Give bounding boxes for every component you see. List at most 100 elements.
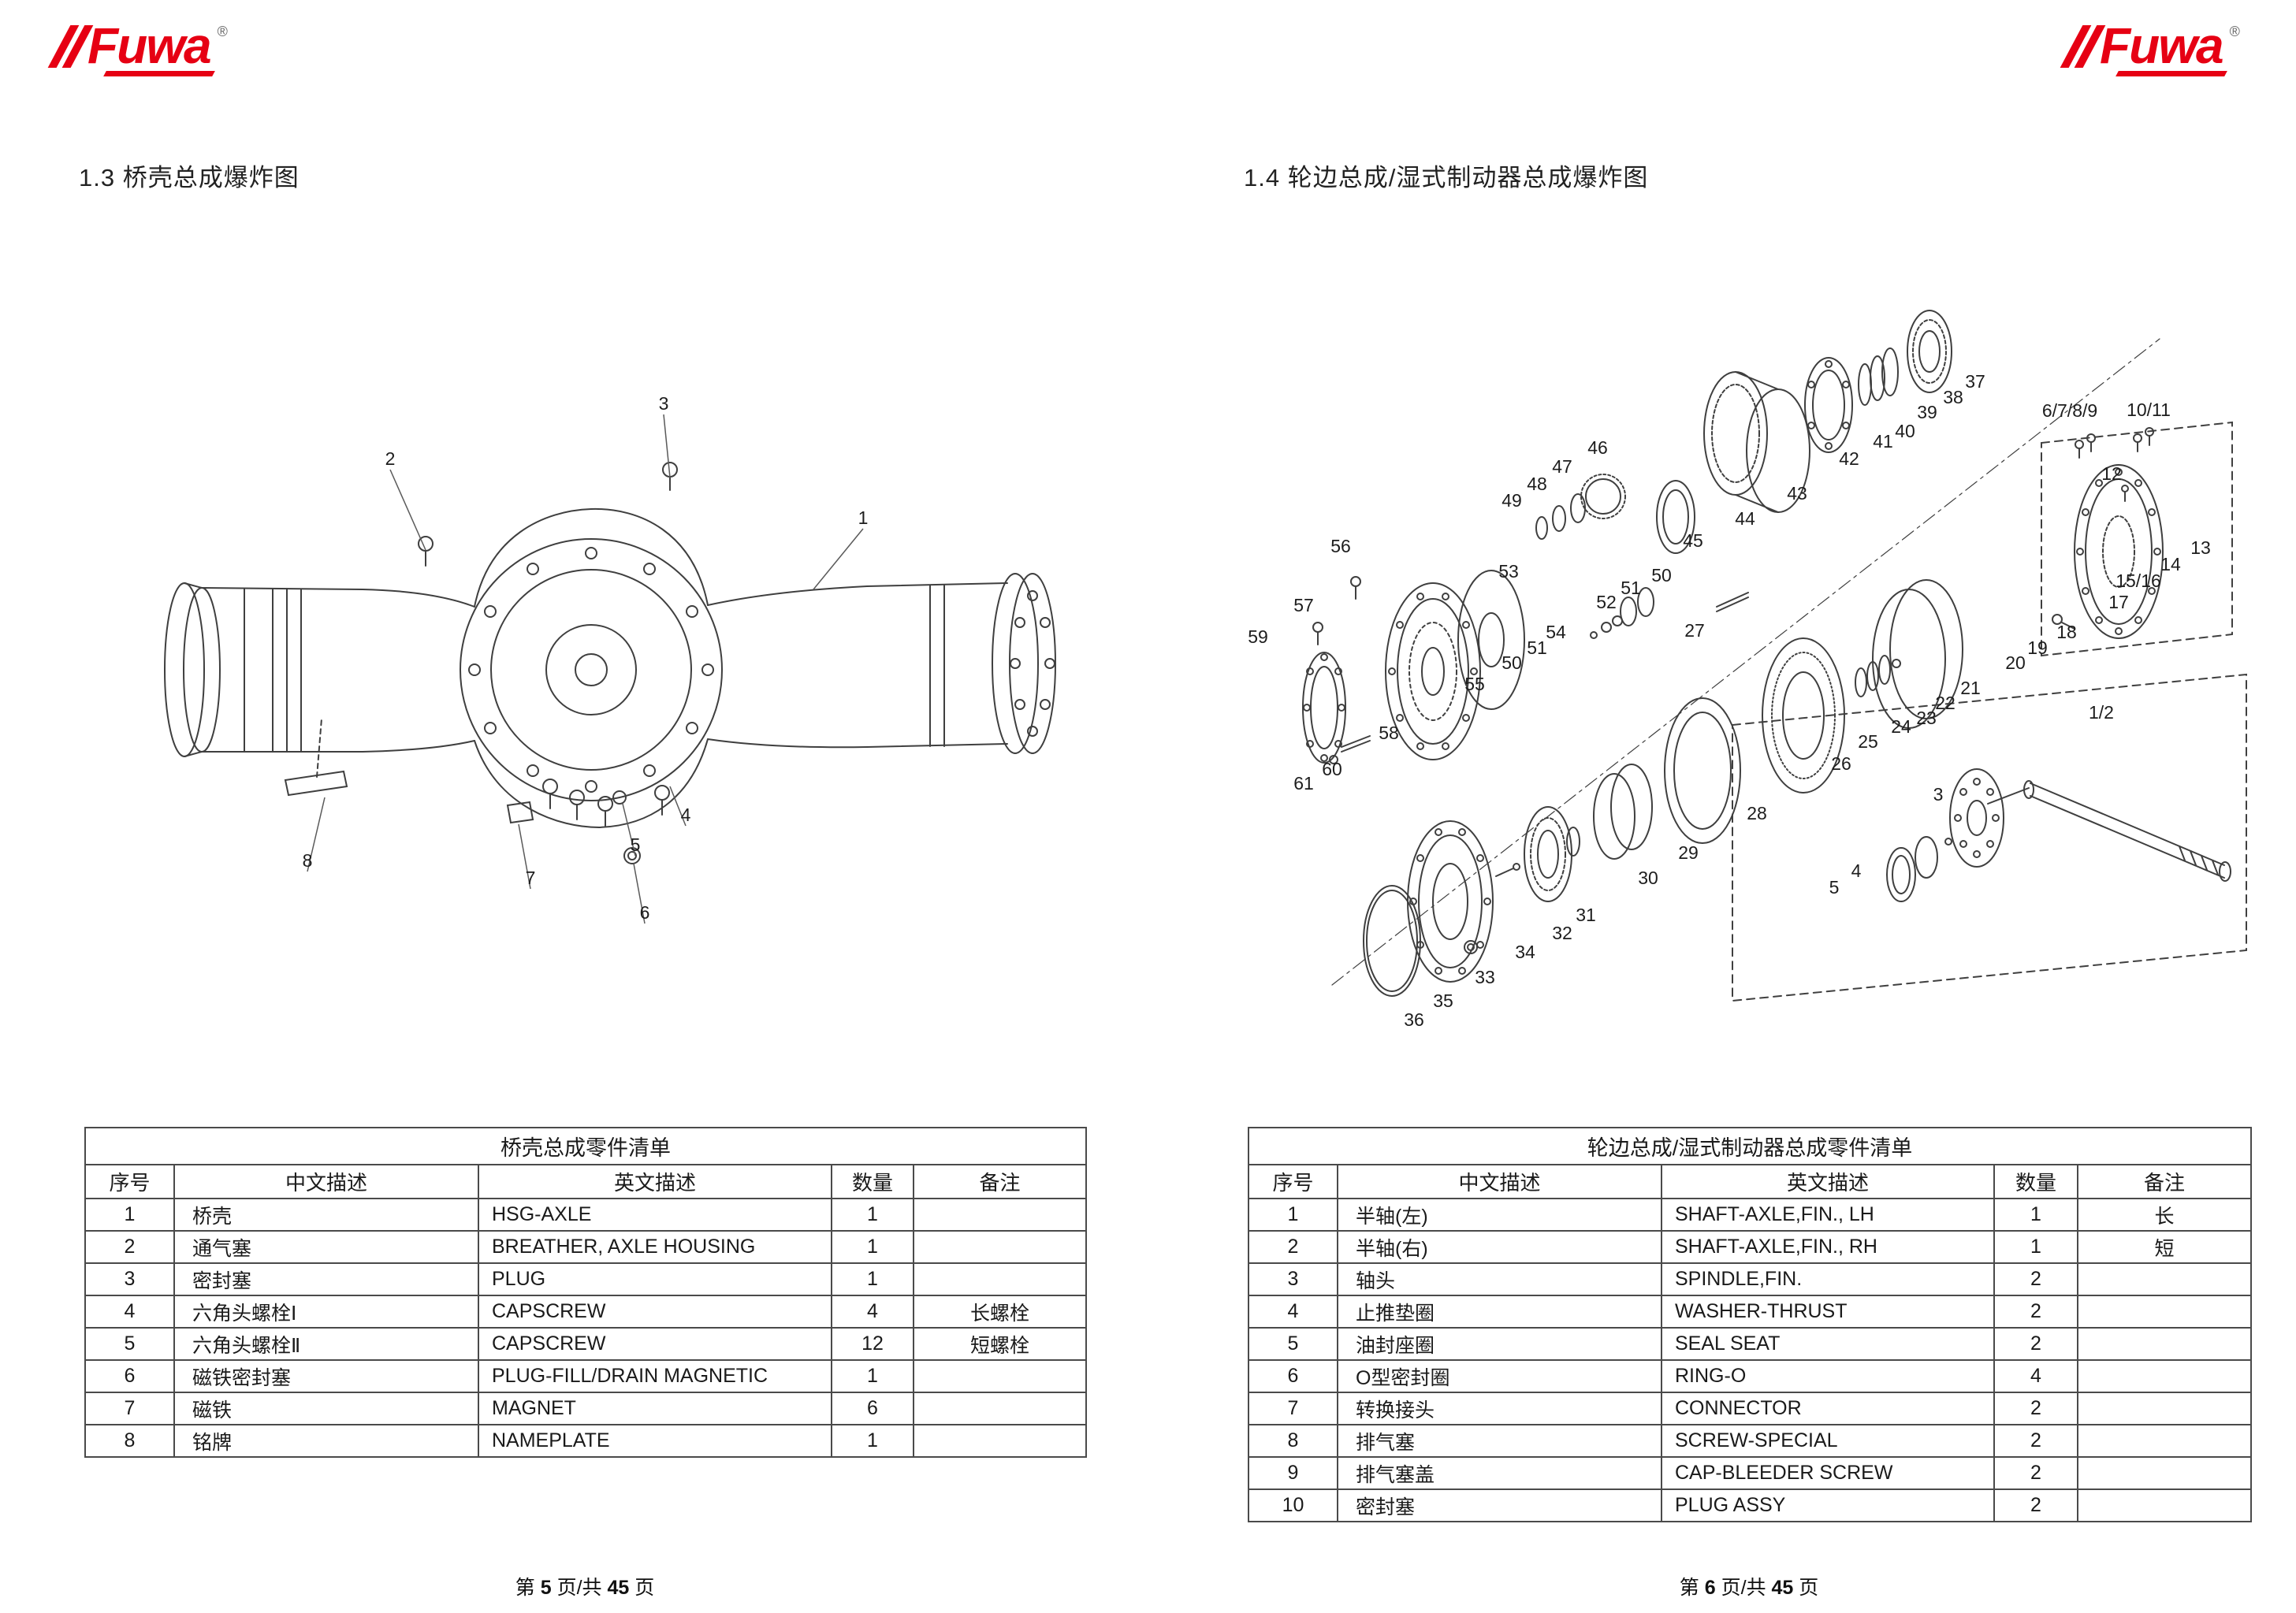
table-cell: 短 [2076,1230,2253,1264]
callout-label: 30 [1638,868,1658,888]
callout-leader-line [518,823,531,890]
wheel-end-drawing [1302,310,2247,1002]
table-cell: 铭牌 [173,1424,479,1458]
registered-mark: ® [217,24,228,39]
table-cell: 1 [831,1424,914,1458]
footer-text: 第 [1679,1577,1705,1599]
footer-text: 页 [629,1577,655,1599]
table-cell: 2 [1993,1392,2078,1425]
table-cell [912,1424,1088,1458]
callout-leader-line [813,528,864,590]
table-cell: 转换接头 [1337,1392,1662,1425]
table-cell: 1 [831,1359,914,1393]
column-header: 中文描述 [173,1164,479,1199]
table-cell: 1 [1993,1198,2078,1232]
table-cell [912,1392,1088,1425]
table-cell: 六角头螺栓Ⅱ [173,1327,479,1361]
table-cell: 半轴(右) [1337,1230,1662,1264]
callout-label: 49 [1502,490,1522,511]
column-header: 数量 [831,1164,914,1199]
table-cell: 桥壳 [173,1198,479,1232]
table-cell: PLUG-FILL/DRAIN MAGNETIC [478,1359,832,1393]
callout-label: 21 [1960,678,1981,698]
table-cell: 2 [84,1230,175,1264]
callout-leader-line [307,797,326,872]
table-cell: 3 [84,1262,175,1296]
column-header: 中文描述 [1337,1164,1662,1199]
callout-label: 8 [303,850,313,871]
column-header: 序号 [84,1164,175,1199]
table-cell: 6 [831,1392,914,1425]
table-cell: 4 [831,1295,914,1329]
callout-label: 22 [1935,693,1956,713]
callout-label: 27 [1684,620,1705,641]
table-cell: SCREW-SPECIAL [1661,1424,1995,1458]
callout-label: 10/11 [2127,400,2171,420]
table-cell: CAP-BLEEDER SCREW [1661,1456,1995,1490]
table-cell: 排气塞 [1337,1424,1662,1458]
table-cell: 排气塞盖 [1337,1456,1662,1490]
callout-label: 4 [681,805,691,825]
table-cell [2076,1327,2253,1361]
table-cell: 7 [84,1392,175,1425]
right-page: Fuwa ® 1.4 轮边总成/湿式制动器总成爆炸图 [1148,0,2296,1613]
callout-label: 13 [2190,537,2211,558]
table-cell: 2 [1993,1327,2078,1361]
table-cell: 通气塞 [173,1230,479,1264]
footer-text: 第 [515,1577,541,1599]
table-cell: 3 [1248,1262,1338,1296]
fuwa-logo-text: Fuwa [2100,20,2226,71]
table-cell: 5 [1248,1327,1338,1361]
table-cell: 1 [831,1262,914,1296]
callout-label: 55 [1464,674,1485,694]
table-cell: 2 [1993,1456,2078,1490]
table-cell [2076,1424,2253,1458]
table-cell: 4 [1248,1295,1338,1329]
table-title: 桥壳总成零件清单 [84,1127,1088,1165]
callout-label: 34 [1515,942,1535,962]
table-cell: 7 [1248,1392,1338,1425]
callout-label: 31 [1576,905,1596,925]
table-cell: CAPSCREW [478,1295,832,1329]
callout-label: 51 [1621,578,1641,598]
callout-label: 18 [2056,622,2077,642]
table-cell [912,1198,1088,1232]
callout-label: 38 [1943,387,1963,407]
callout-label: 51 [1527,637,1547,658]
table-cell: 六角头螺栓Ⅰ [173,1295,479,1329]
section-title-wheel-end: 1.4 轮边总成/湿式制动器总成爆炸图 [1244,164,1649,191]
table-cell: 长螺栓 [912,1295,1088,1329]
column-header: 数量 [1993,1164,2078,1199]
table-cell: PLUG ASSY [1661,1488,1995,1522]
table-cell: 2 [1993,1262,2078,1296]
callout-label: 23 [1916,708,1937,728]
exploded-diagram-wheel-end: 3738394041424344454647484950515253545150… [1248,310,2247,1030]
callout-label: 29 [1678,842,1699,863]
table-cell: 10 [1248,1488,1338,1522]
callout-label: 37 [1965,371,1985,392]
callout-label: 50 [1651,565,1672,585]
callout-label: 47 [1552,456,1572,477]
callout-label: 32 [1552,923,1572,943]
callout-label: 39 [1917,402,1937,422]
footer-page-number: 6 [1704,1577,1716,1599]
table-cell: 密封塞 [173,1262,479,1296]
callout-label: 33 [1475,967,1495,987]
table-cell: 密封塞 [1337,1488,1662,1522]
callout-label: 4 [1851,860,1862,881]
callout-label: 6/7/8/9 [2042,400,2097,421]
callout-label: 15/16 [2116,570,2161,591]
callout-label: 48 [1527,474,1547,494]
callout-label: 59 [1248,626,1268,647]
callout-label: 19 [2027,637,2048,658]
callout-leader-line [663,414,671,478]
callout-label: 35 [1433,990,1453,1011]
